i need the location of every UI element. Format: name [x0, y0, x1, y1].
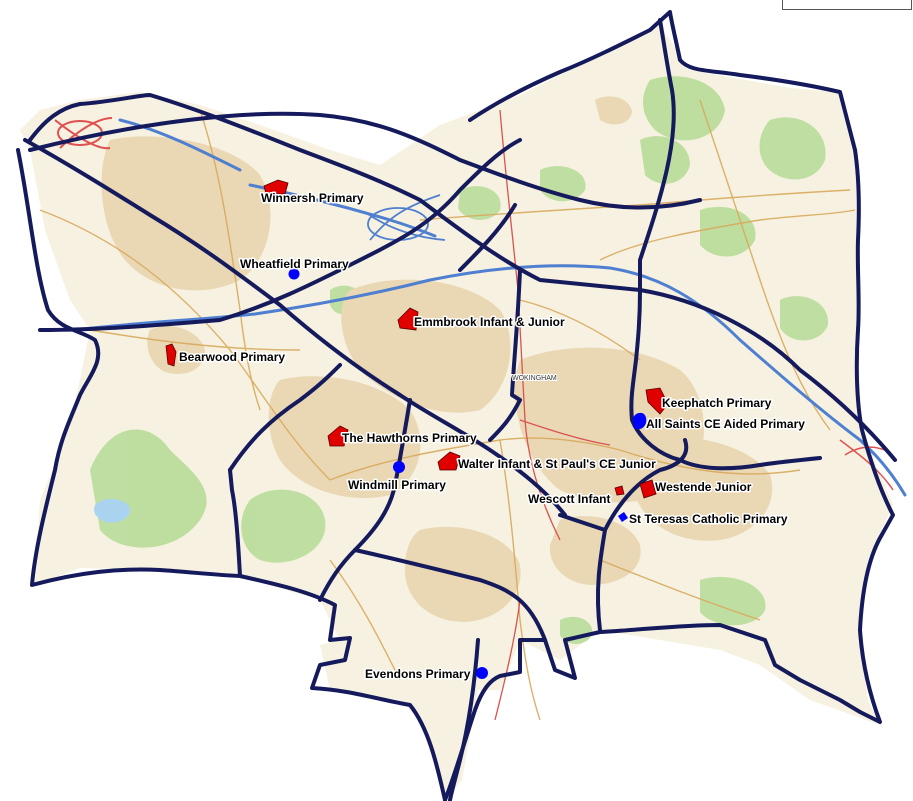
- school-label-westende[interactable]: Westende Junior: [654, 479, 754, 496]
- school-marker-evendons[interactable]: [476, 667, 488, 679]
- school-label-emmbrook[interactable]: Emmbrook Infant & Junior: [413, 314, 567, 331]
- boundary-north: [638, 18, 676, 292]
- outer-boundary: [16, 10, 895, 801]
- school-marker-hawthorns[interactable]: [327, 425, 349, 447]
- school-marker-westende[interactable]: [639, 479, 657, 499]
- school-label-bearwood[interactable]: Bearwood Primary: [178, 349, 287, 366]
- boundary-windmill-east: [318, 398, 412, 602]
- school-label-evendons[interactable]: Evendons Primary: [364, 666, 473, 683]
- boundary-keephatch: [629, 288, 822, 471]
- school-marker-windmill[interactable]: [393, 461, 405, 473]
- boundary-north-arc: [28, 111, 702, 210]
- boundary-evendons: [353, 548, 547, 642]
- boundary-wescott: [558, 438, 689, 532]
- boundary-emmbrook: [488, 268, 522, 442]
- boundary-north-mid: [458, 203, 517, 272]
- boundary-diagonal: [23, 138, 567, 517]
- school-marker-all-saints[interactable]: [633, 412, 647, 430]
- road-network: [39, 99, 856, 721]
- school-label-st-teresas[interactable]: St Teresas Catholic Primary: [628, 511, 790, 528]
- boundary-north-west: [28, 93, 897, 462]
- school-label-hawthorns[interactable]: The Hawthorns Primary: [341, 430, 479, 447]
- school-marker-keephatch[interactable]: [645, 387, 669, 415]
- school-marker-wheatfield[interactable]: [288, 268, 300, 280]
- school-marker-emmbrook[interactable]: [397, 307, 419, 331]
- boundary-westende: [595, 528, 607, 632]
- school-label-wescott[interactable]: Wescott Infant: [527, 491, 612, 508]
- school-label-windmill[interactable]: Windmill Primary: [347, 477, 448, 494]
- town-label: WOKINGHAM: [512, 375, 557, 382]
- school-label-winnersh[interactable]: Winnersh Primary: [260, 190, 366, 207]
- school-marker-walter[interactable]: [437, 451, 461, 471]
- inset-frame: [782, 0, 912, 10]
- boundary-wheatfield: [38, 138, 522, 332]
- school-markers: [165, 179, 669, 679]
- school-marker-wescott[interactable]: [614, 485, 625, 496]
- school-label-all-saints[interactable]: All Saints CE Aided Primary: [645, 416, 807, 433]
- boundary-evendons-south: [448, 638, 480, 801]
- school-labels: Winnersh Primary Wheatfield Primary Emmb…: [178, 190, 807, 683]
- catchment-boundaries: [16, 10, 897, 801]
- lake: [94, 498, 131, 523]
- school-marker-st-teresas[interactable]: [618, 512, 628, 522]
- school-label-wheatfield[interactable]: Wheatfield Primary: [239, 256, 351, 273]
- school-marker-winnersh[interactable]: [263, 179, 289, 195]
- school-label-keephatch[interactable]: Keephatch Primary: [661, 395, 774, 412]
- motorway: [73, 118, 907, 497]
- boundary-windmill: [228, 468, 242, 578]
- school-label-walter[interactable]: Walter Infant & St Paul's CE Junior: [457, 456, 658, 473]
- boundary-hawthorns: [228, 363, 342, 472]
- a-roads: [494, 109, 611, 721]
- school-marker-bearwood[interactable]: [165, 343, 177, 367]
